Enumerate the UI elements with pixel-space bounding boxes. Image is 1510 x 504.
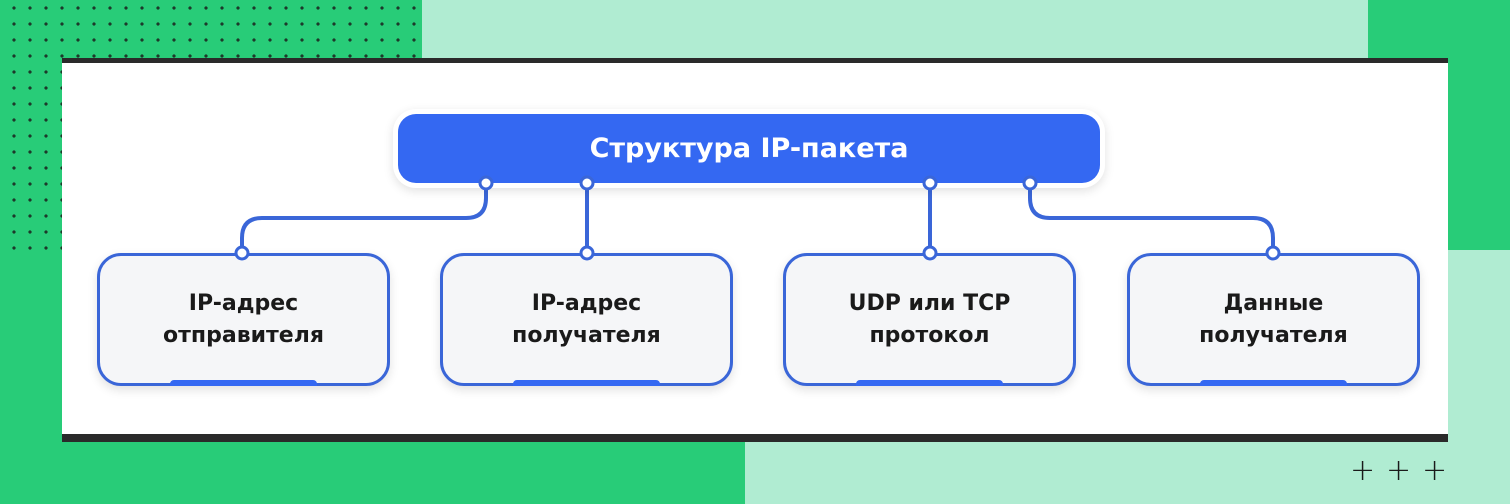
diagram-title: Структура IP-пакета	[398, 114, 1100, 183]
node-receiver-data: Данные получателя	[1127, 253, 1420, 386]
node-label: получателя	[512, 322, 661, 348]
node-accent-bar	[1200, 380, 1347, 386]
node-label: UDP или TCP	[848, 290, 1011, 316]
connector-dot	[1265, 245, 1281, 261]
node-receiver-ip: IP-адрес получателя	[440, 253, 733, 386]
connector-dot	[234, 245, 250, 261]
node-label: получателя	[1199, 322, 1348, 348]
plus-icon: +	[1350, 453, 1376, 488]
node-label: IP-адрес	[188, 290, 299, 316]
connector-dot	[579, 245, 595, 261]
connector-dot	[579, 175, 595, 191]
node-protocol: UDP или TCP протокол	[783, 253, 1076, 386]
node-accent-bar	[856, 380, 1003, 386]
node-label: отправителя	[163, 322, 324, 348]
node-accent-bar	[513, 380, 660, 386]
node-label: Данные	[1223, 290, 1324, 316]
connector-1	[240, 183, 488, 253]
connector-dot	[1022, 175, 1038, 191]
node-label: протокол	[869, 322, 990, 348]
node-accent-bar	[170, 380, 317, 386]
connector-4	[1028, 183, 1275, 253]
node-label: IP-адрес	[531, 290, 642, 316]
plus-icon: +	[1422, 453, 1448, 488]
connector-dot	[922, 245, 938, 261]
connector-dot	[922, 175, 938, 191]
connector-dot	[478, 175, 494, 191]
plus-icon: +	[1386, 453, 1412, 488]
